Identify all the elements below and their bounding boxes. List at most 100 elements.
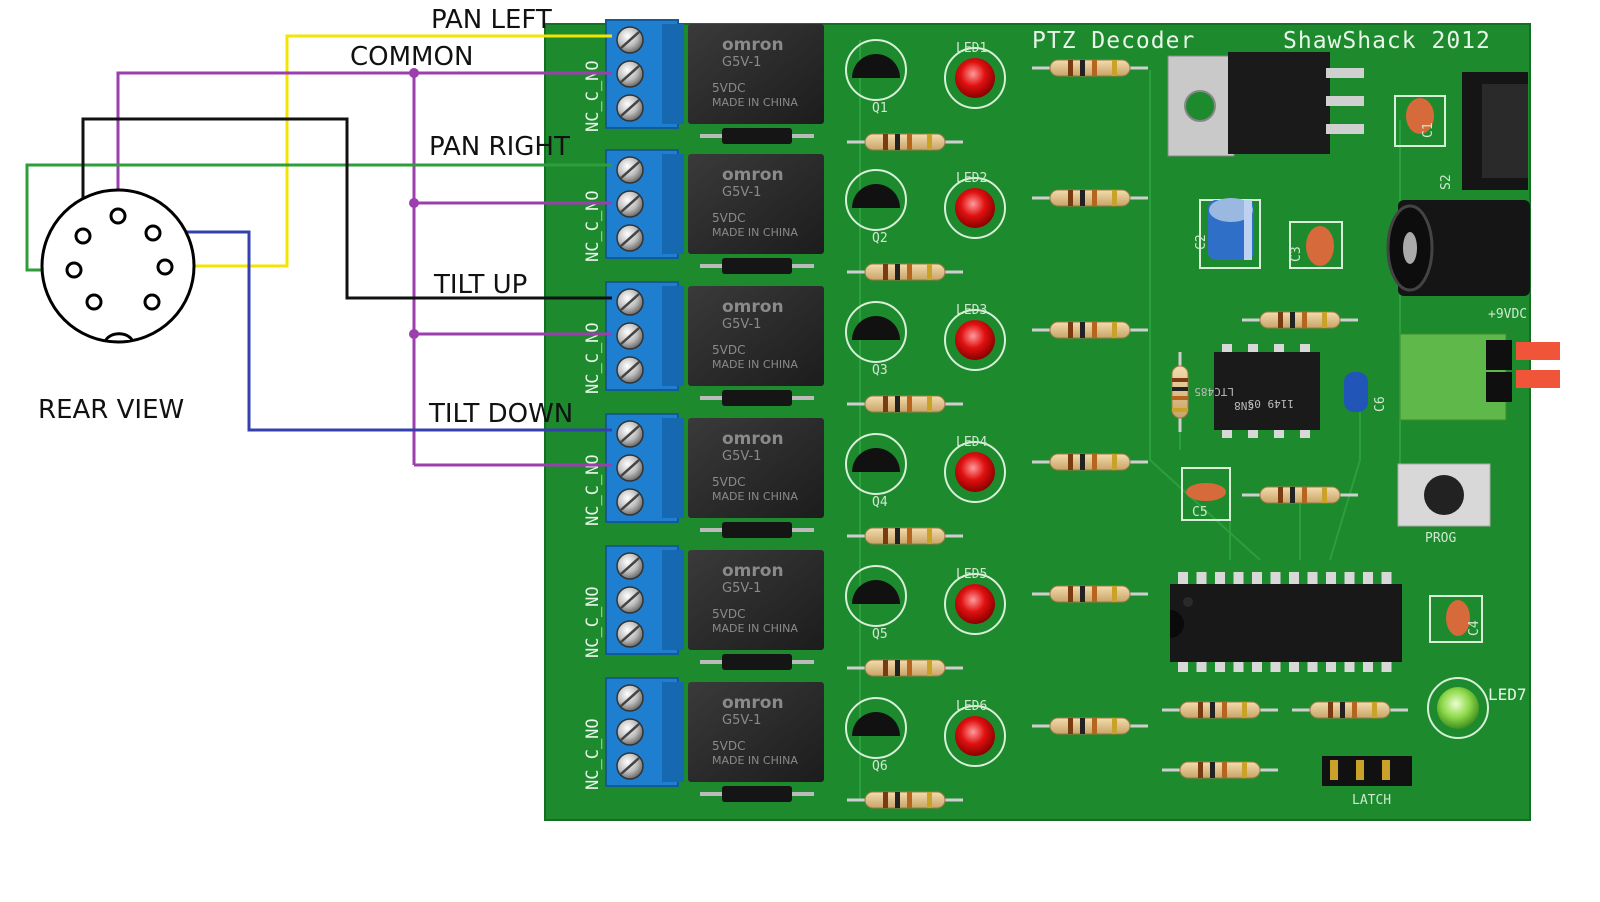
red-led xyxy=(955,188,995,228)
pan-right-label: PAN RIGHT xyxy=(429,132,570,162)
ic-line-2: CN8 xyxy=(1234,399,1254,412)
board-title: PTZ Decoder xyxy=(1032,28,1195,54)
transistor xyxy=(852,184,900,208)
capacitor-label: C3 xyxy=(1289,246,1304,262)
switch-s2: S2 xyxy=(1439,72,1528,190)
capacitor-label: C1 xyxy=(1421,122,1436,138)
relay-model: G5V-1 xyxy=(722,317,761,332)
tilt-down-wire xyxy=(154,230,612,432)
relay-model: G5V-1 xyxy=(722,449,761,464)
led-label: LED4 xyxy=(956,435,987,450)
ic-line-1: LTC485 xyxy=(1194,385,1234,398)
ic-line-3: 1149 03 xyxy=(1248,397,1294,410)
terminal-label: NC_C_NO xyxy=(583,718,603,790)
transistor-label: Q2 xyxy=(872,231,888,246)
board-maker: ShawShack 2012 xyxy=(1283,28,1491,54)
transistor-label: Q5 xyxy=(872,627,888,642)
relay-origin: MADE IN CHINA xyxy=(712,622,798,635)
capacitor-c2: C2 xyxy=(1194,198,1261,269)
relay-brand: omron xyxy=(722,165,784,185)
led-label: LED5 xyxy=(956,567,987,582)
led-label: LED3 xyxy=(956,303,987,318)
tilt-down-label: TILT DOWN xyxy=(428,399,573,429)
transistor-label: Q6 xyxy=(872,759,888,774)
capacitor-c6: C6 xyxy=(1344,372,1388,412)
transistor xyxy=(852,712,900,736)
relay xyxy=(688,682,824,782)
relay-model: G5V-1 xyxy=(722,55,761,70)
capacitor-c1: C1 xyxy=(1394,95,1446,147)
relay xyxy=(688,286,824,386)
transistor-label: Q3 xyxy=(872,363,888,378)
led7-label: LED7 xyxy=(1488,685,1527,704)
voltage-regulator xyxy=(1167,52,1364,157)
relay xyxy=(688,550,824,650)
microcontroller-ic xyxy=(1170,572,1402,672)
led-label: LED6 xyxy=(956,699,987,714)
red-led xyxy=(955,716,995,756)
transistor-label: Q1 xyxy=(872,101,888,116)
relay-origin: MADE IN CHINA xyxy=(712,226,798,239)
power-jack: +9VDC xyxy=(1386,200,1530,322)
terminal-label: NC_C_NO xyxy=(583,190,603,262)
tilt-up-wire xyxy=(81,117,612,300)
transistor-label: Q4 xyxy=(872,495,888,510)
relay-model: G5V-1 xyxy=(722,185,761,200)
red-led xyxy=(955,320,995,360)
capacitor-label: C4 xyxy=(1467,620,1482,636)
capacitor-label: C5 xyxy=(1192,505,1208,520)
terminal-label: NC_C_NO xyxy=(583,586,603,658)
relay-voltage: 5VDC xyxy=(712,211,745,225)
relay-brand: omron xyxy=(722,35,784,55)
red-led xyxy=(955,452,995,492)
red-led xyxy=(955,58,995,98)
relay-origin: MADE IN CHINA xyxy=(712,358,798,371)
connector-caption: REAR VIEW xyxy=(38,395,184,425)
prog-button: PROG xyxy=(1397,463,1491,546)
relay xyxy=(688,418,824,518)
button-label: PROG xyxy=(1425,531,1456,546)
relay xyxy=(688,154,824,254)
led-label: LED1 xyxy=(956,41,987,56)
relay-model: G5V-1 xyxy=(722,713,761,728)
pan-left-wire xyxy=(165,34,612,268)
relay-voltage: 5VDC xyxy=(712,607,745,621)
transistor xyxy=(852,580,900,604)
relay-voltage: 5VDC xyxy=(712,475,745,489)
power-label: +9VDC xyxy=(1488,307,1527,322)
transistor xyxy=(852,54,900,78)
terminal-label: NC_C_NO xyxy=(583,322,603,394)
ic-ltc485: LTC485 CN8 1149 03 xyxy=(1194,344,1320,438)
transistor xyxy=(852,448,900,472)
relay-model: G5V-1 xyxy=(722,581,761,596)
capacitor-c4: C4 xyxy=(1429,595,1483,643)
capacitor-c3: C3 xyxy=(1289,221,1343,269)
relay-brand: omron xyxy=(722,693,784,713)
relay xyxy=(688,24,824,124)
red-led xyxy=(955,584,995,624)
terminal-label: NC_C_NO xyxy=(583,60,603,132)
jumper-label: LATCH xyxy=(1352,793,1391,808)
switch-label: S2 xyxy=(1439,174,1454,190)
relay-brand: omron xyxy=(722,297,784,317)
relay-brand: omron xyxy=(722,561,784,581)
led-label: LED2 xyxy=(956,171,987,186)
relay-origin: MADE IN CHINA xyxy=(712,754,798,767)
relay-voltage: 5VDC xyxy=(712,81,745,95)
relay-voltage: 5VDC xyxy=(712,739,745,753)
terminal-label: NC_C_NO xyxy=(583,454,603,526)
capacitor-label: C6 xyxy=(1373,396,1388,412)
din-connector xyxy=(40,188,196,344)
relay-brand: omron xyxy=(722,429,784,449)
common-label: COMMON xyxy=(350,42,473,72)
latch-jumper: LATCH xyxy=(1322,756,1412,808)
relay-origin: MADE IN CHINA xyxy=(712,490,798,503)
tilt-up-label: TILT UP xyxy=(433,270,527,300)
